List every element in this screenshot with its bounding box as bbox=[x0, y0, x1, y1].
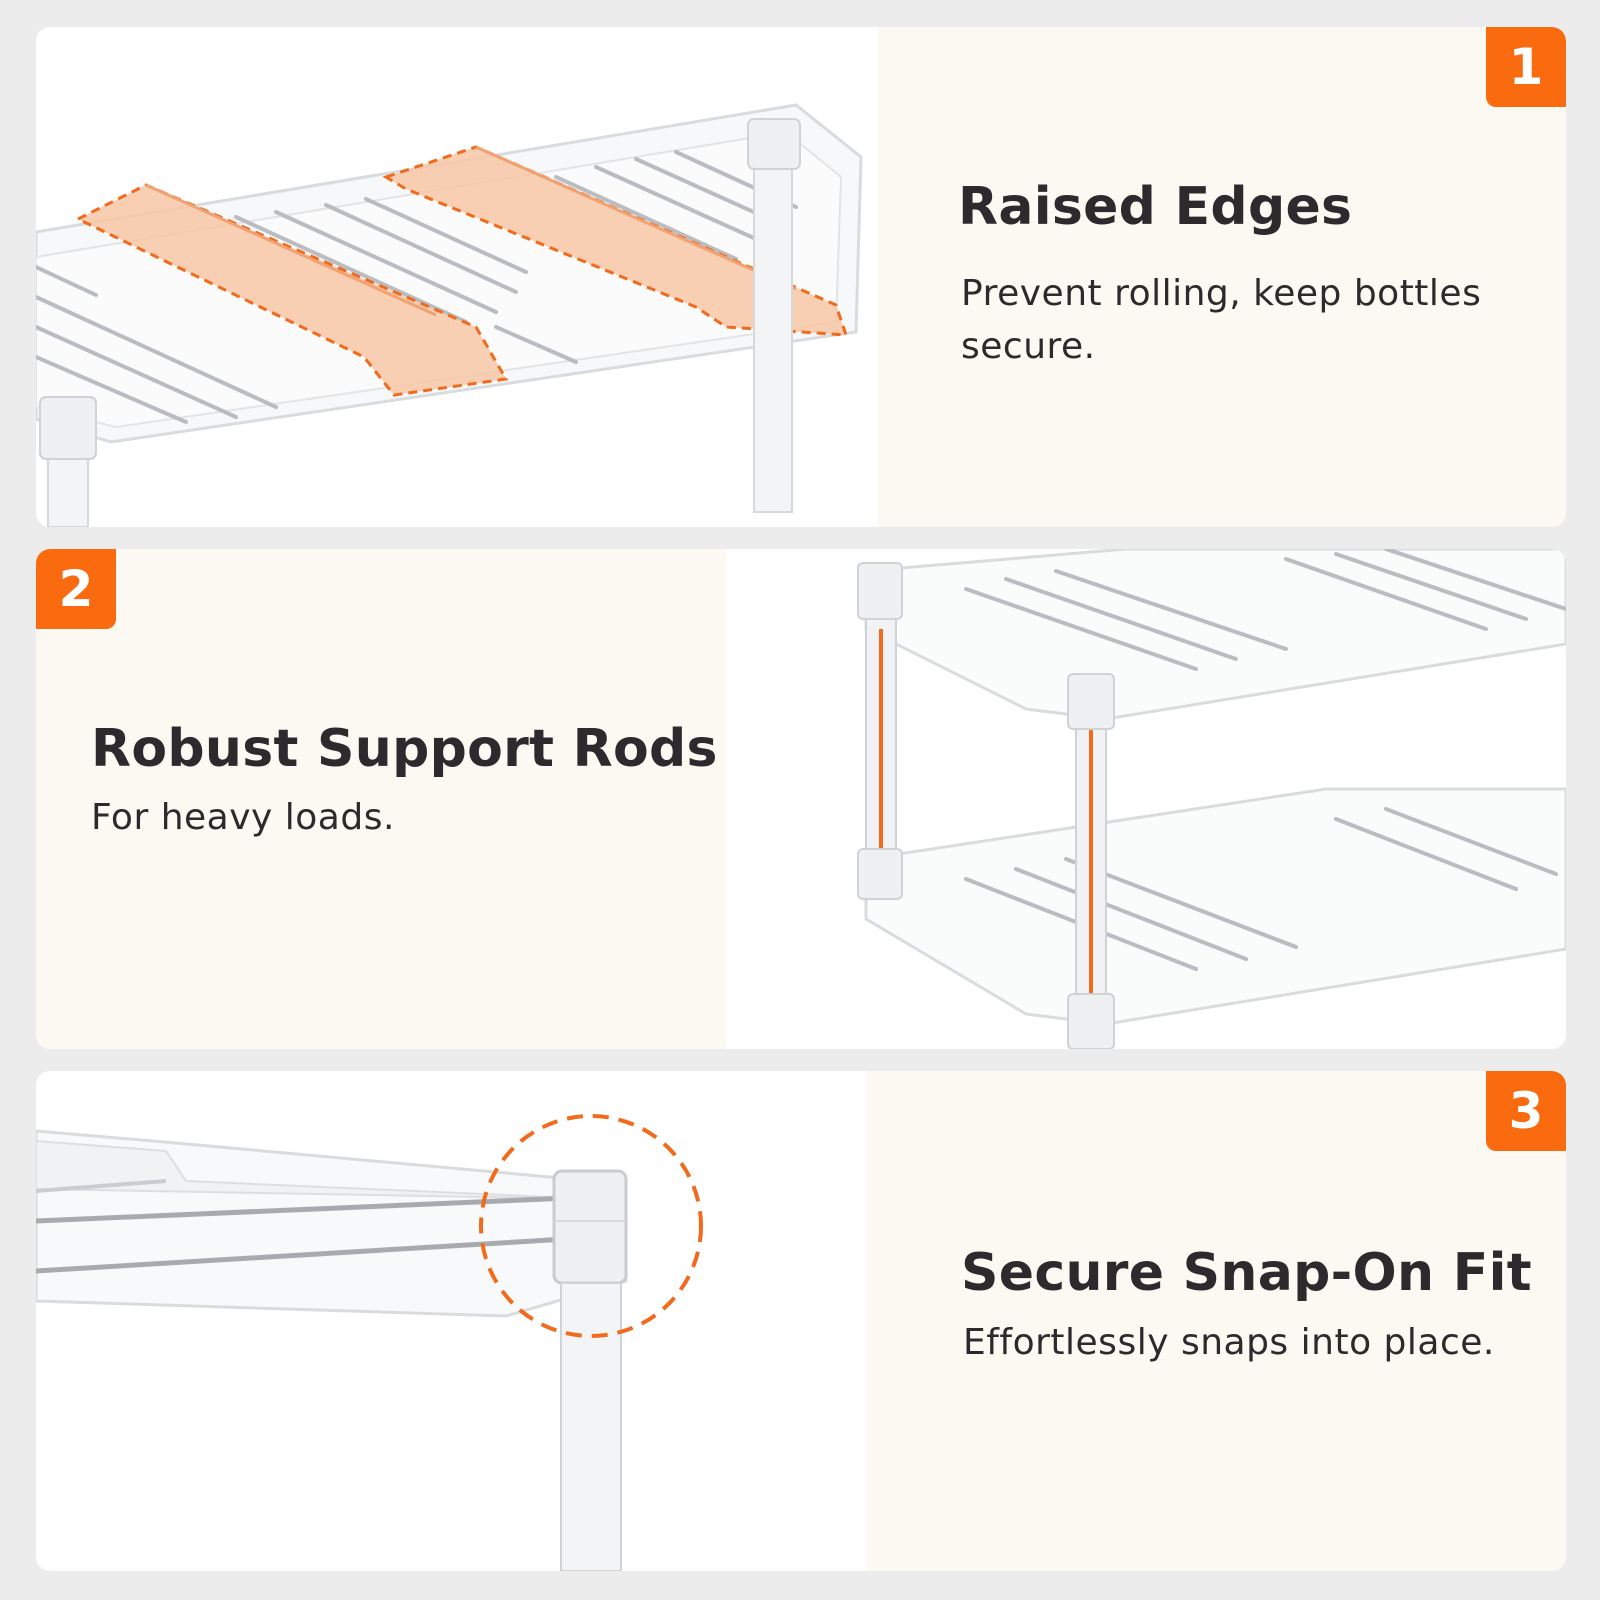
feature-description: For heavy loads. bbox=[91, 797, 395, 838]
feature-text-area: 2 Robust Support Rods For heavy loads. bbox=[36, 549, 726, 1049]
two-tier-shelf-illustration bbox=[726, 549, 1566, 1049]
feature-title: Secure Snap-On Fit bbox=[961, 1243, 1532, 1303]
step-badge-1: 1 bbox=[1486, 27, 1566, 107]
shelf-raised-edges-illustration bbox=[36, 27, 878, 527]
feature-panel-support-rods: 2 Robust Support Rods For heavy loads. bbox=[36, 549, 1566, 1049]
two-tier-shelf-graphic bbox=[857, 549, 1566, 1049]
feature-text-area: 3 Secure Snap-On Fit Effortlessly snaps … bbox=[866, 1071, 1566, 1571]
feature-panel-raised-edges: 1 Raised Edges Prevent rolling, keep bot… bbox=[36, 27, 1566, 527]
shelf-corner-illustration bbox=[36, 1071, 866, 1571]
feature-panel-snap-on-fit: 3 Secure Snap-On Fit Effortlessly snaps … bbox=[36, 1071, 1566, 1571]
feature-description: Prevent rolling, keep bottles secure. bbox=[961, 273, 1482, 367]
step-badge-2: 2 bbox=[36, 549, 116, 629]
feature-description: Effortlessly snaps into place. bbox=[963, 1322, 1495, 1363]
shelf-corner-graphic bbox=[36, 1114, 703, 1571]
feature-text-area: 1 Raised Edges Prevent rolling, keep bot… bbox=[878, 27, 1566, 527]
feature-title: Robust Support Rods bbox=[91, 719, 718, 779]
feature-title: Raised Edges bbox=[958, 177, 1353, 237]
shelf-top-view-graphic bbox=[36, 103, 863, 527]
step-badge-3: 3 bbox=[1486, 1071, 1566, 1151]
